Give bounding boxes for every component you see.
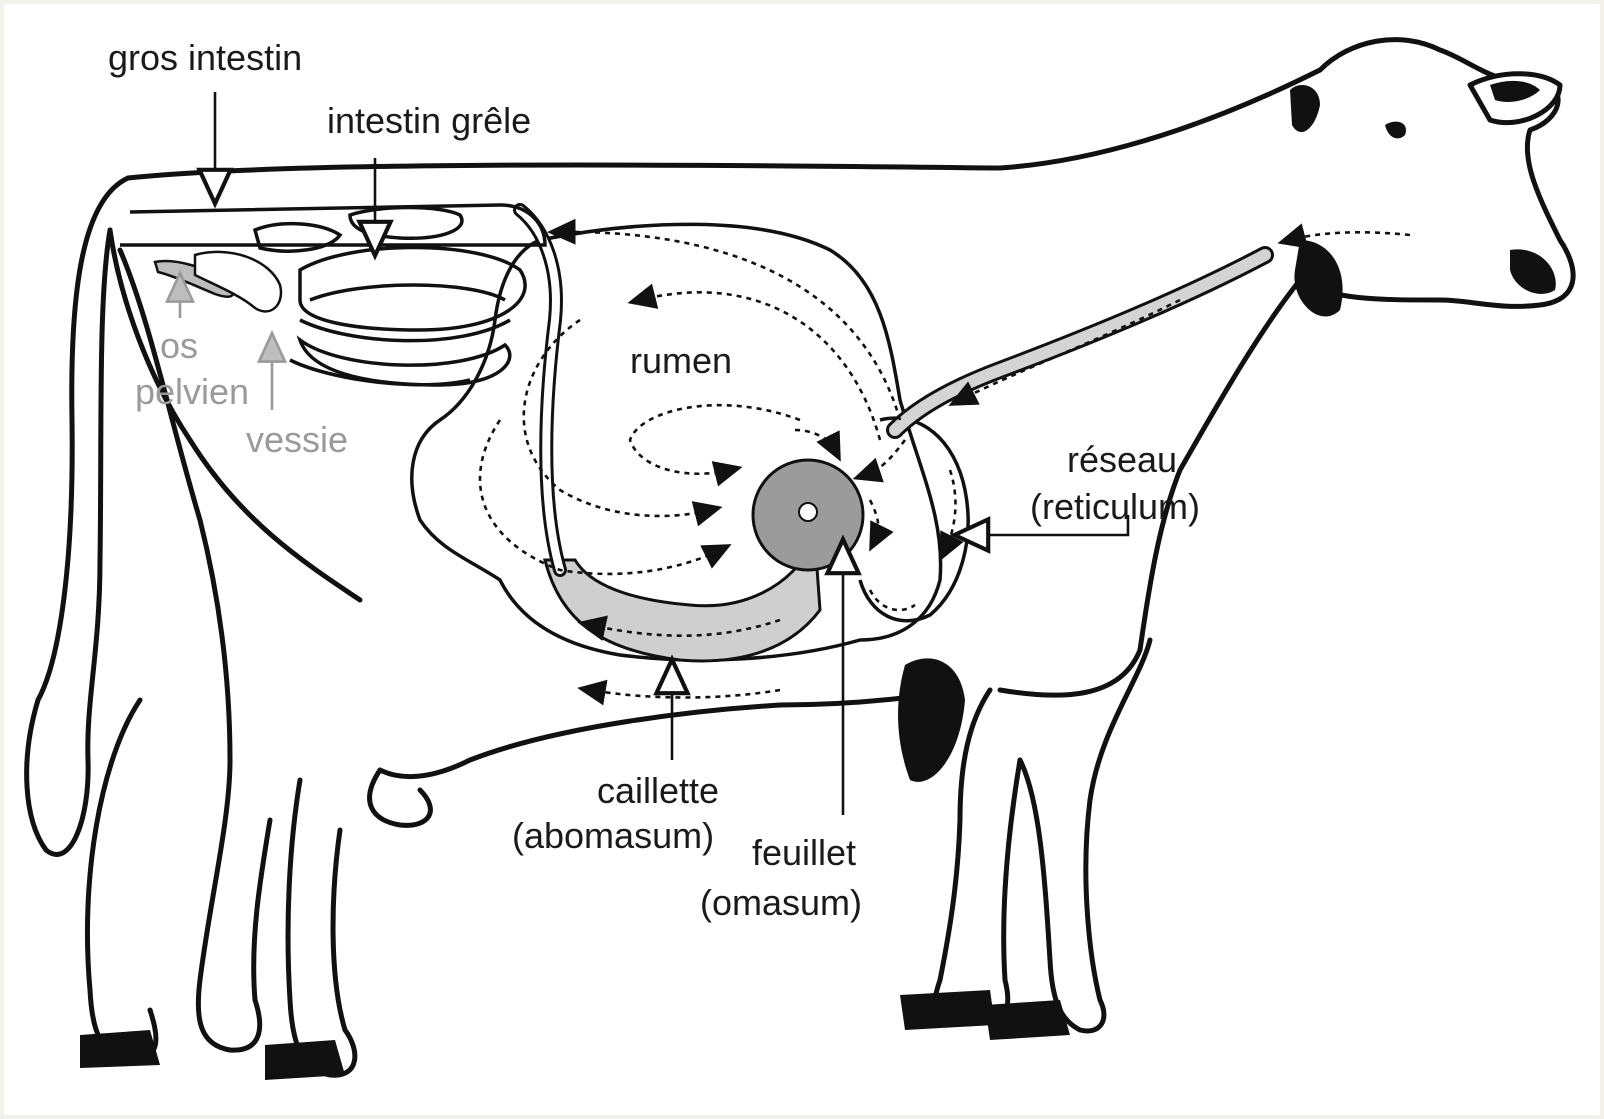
large-intestine (120, 205, 545, 245)
label-abomasum: (abomasum) (512, 815, 714, 856)
label-os: os (160, 325, 198, 366)
label-vessie: vessie (246, 419, 348, 460)
rumen-outline (412, 224, 941, 660)
label-caillette: caillette (597, 770, 719, 811)
label-intestin-grele: intestin grêle (327, 100, 531, 141)
label-feuillet: feuillet (752, 832, 856, 873)
label-reticulum: (reticulum) (1030, 486, 1200, 527)
label-rumen: rumen (630, 340, 732, 381)
label-omasum: (omasum) (700, 882, 862, 923)
bladder (195, 252, 281, 312)
omasum-orifice (799, 503, 817, 521)
label-reseau: réseau (1067, 439, 1177, 480)
label-gros-intestin: gros intestin (108, 37, 302, 78)
label-pelvien: pelvien (135, 371, 249, 412)
